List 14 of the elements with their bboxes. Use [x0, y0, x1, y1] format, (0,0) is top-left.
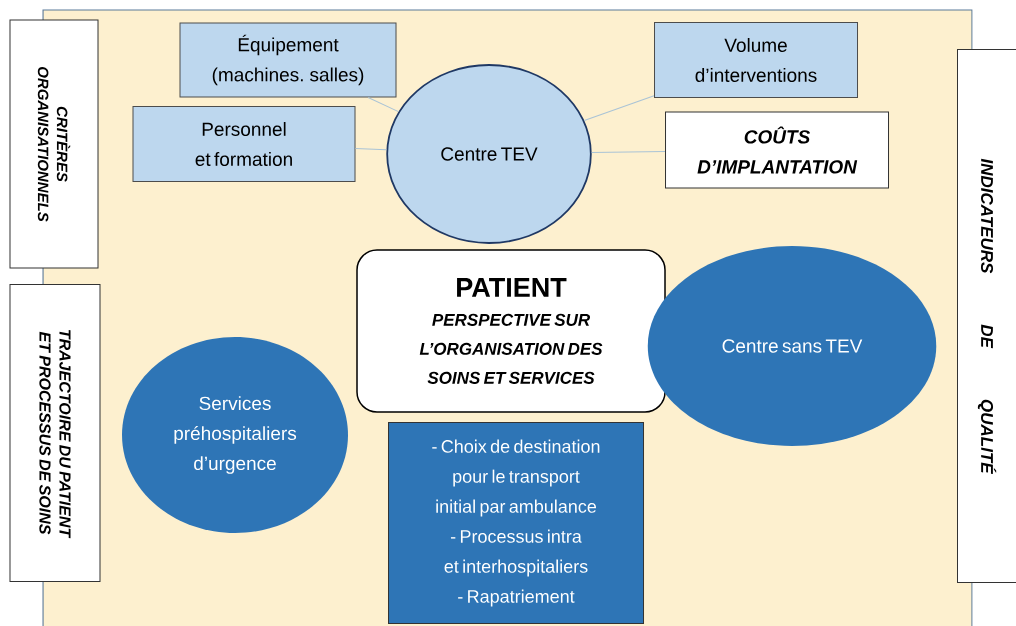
connector-line: [583, 95, 655, 121]
criterion-box: Équipement (machines. salles): [179, 22, 397, 98]
criterion-box: Personnel et formation: [132, 106, 356, 182]
criterion-box: Volume d’interventions: [654, 22, 858, 98]
node-label: INDICATEURS DE QUALITÉ: [977, 158, 997, 474]
side-label-box: TRAJECTOIRE DU PATIENT ET PROCESSUS DE SOINS: [9, 284, 101, 582]
connector-line: [591, 151, 666, 154]
connector-line: [355, 148, 387, 151]
cost-box: COÛTS D’IMPLANTATION: [665, 111, 889, 189]
process-box: - Choix de destination pour le transport initial par ambulance - Processus intra et interhospitaliers - Rapatriement: [388, 422, 644, 624]
side-label-box: CRITÈRES ORGANISATIONNELS: [9, 19, 99, 269]
patient-box: PATIENT PERSPECTIVE SUR L’ORGANISATION DES SOINS ET SERVICES: [356, 249, 666, 413]
connector-line: [367, 97, 399, 113]
side-label-box: INDICATEURS DE QUALITÉ: [957, 49, 1016, 583]
